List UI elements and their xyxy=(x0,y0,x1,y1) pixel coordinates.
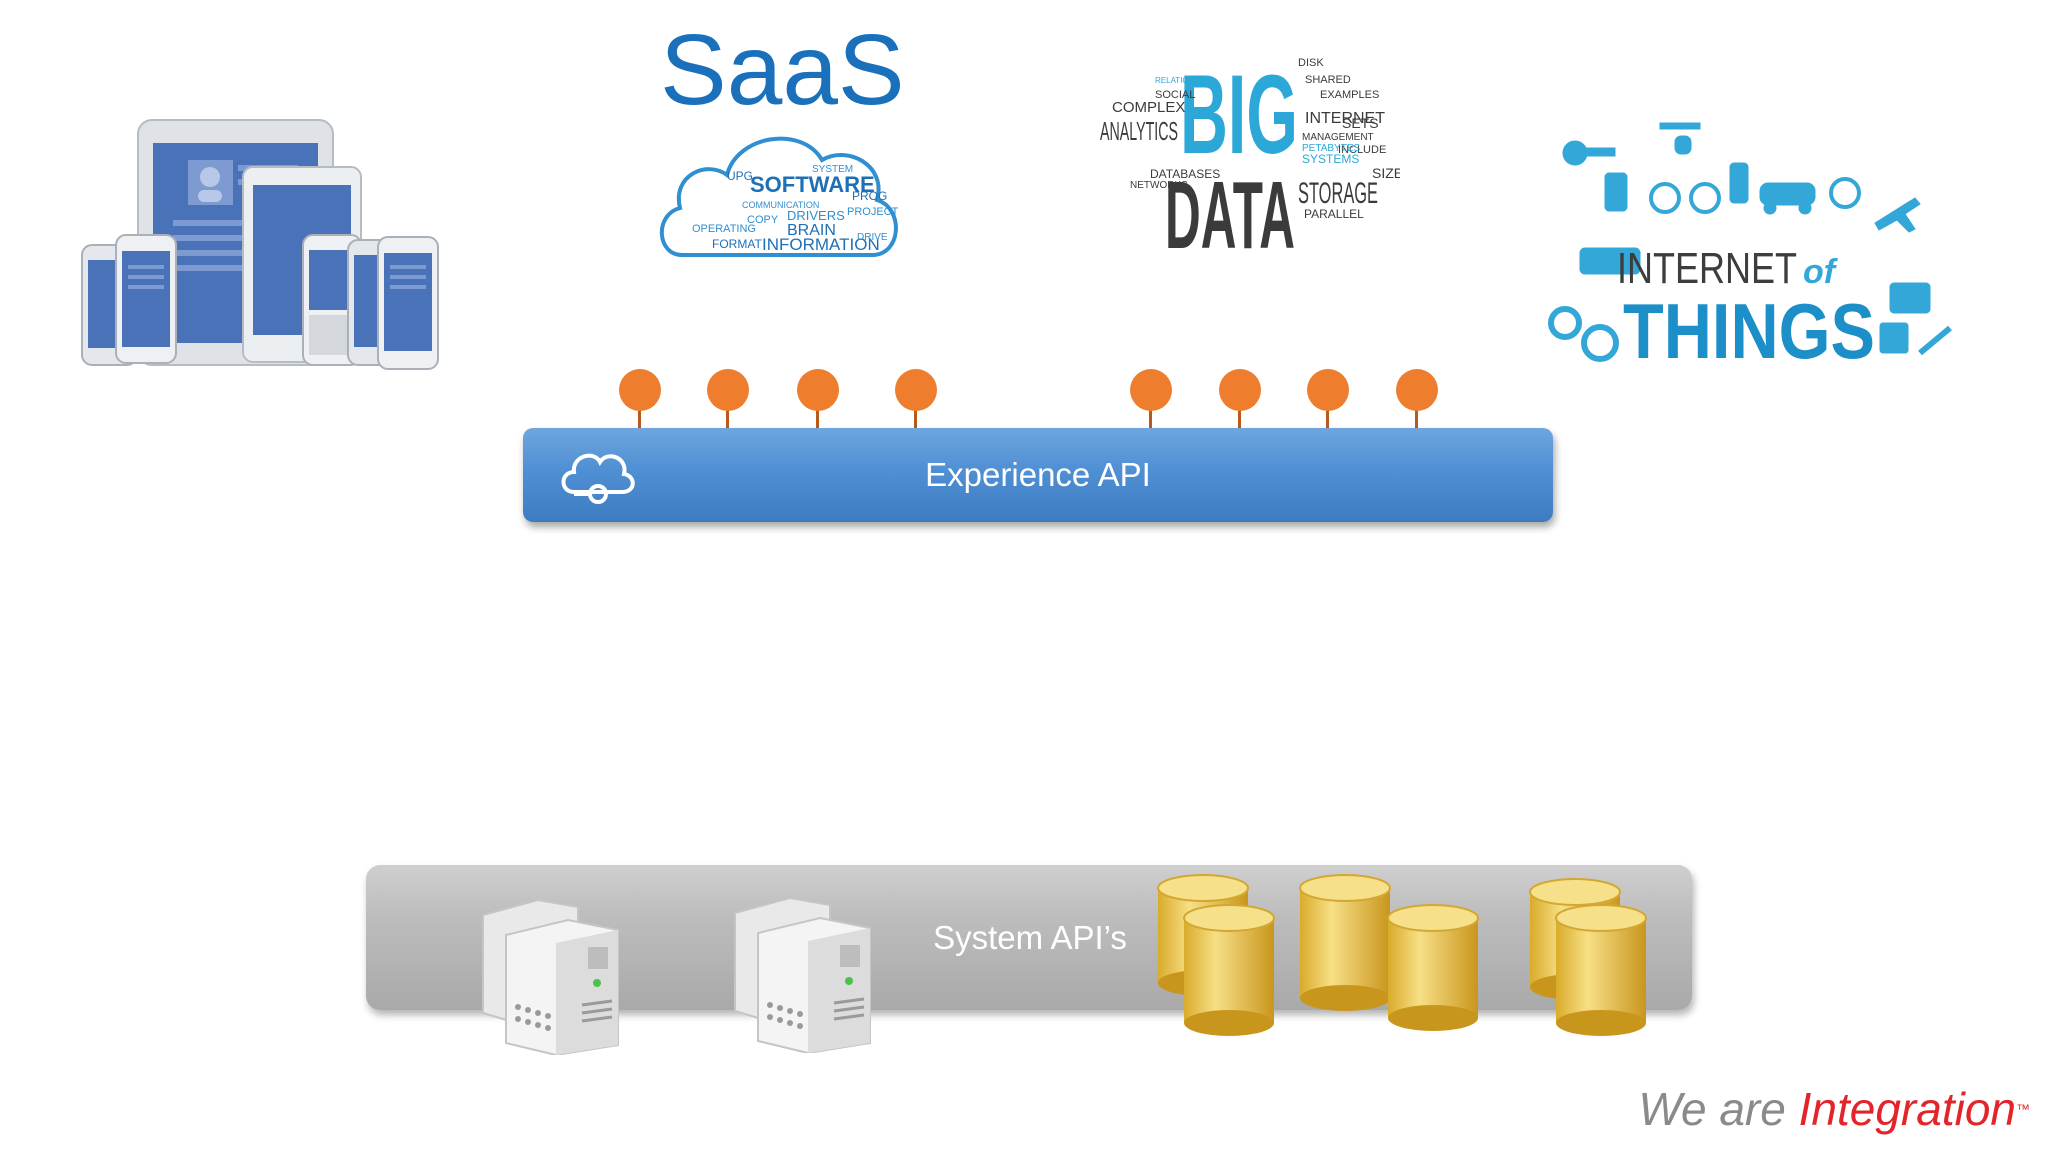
data-word: DATA xyxy=(1165,162,1295,268)
devices-illustration xyxy=(81,119,439,370)
saas-cloud-wordart: SOFTWARE COMMUNICATION DRIVERS BRAIN INF… xyxy=(659,136,899,257)
tagline-trademark: ™ xyxy=(2016,1101,2030,1117)
saas-word-software: SOFTWARE xyxy=(750,172,875,197)
pin-6 xyxy=(1219,369,1261,438)
cloud-api-icon xyxy=(561,453,635,504)
word-sets: SETS xyxy=(1342,115,1379,131)
saas-word-system: SYSTEM xyxy=(812,164,853,175)
saas-word-brain: BRAIN xyxy=(787,222,836,239)
iot-internet: INTERNET xyxy=(1617,244,1797,293)
iot-illustration: INTERNET of THINGS xyxy=(1548,122,1952,368)
server-icon-1 xyxy=(482,898,619,1055)
api-pins xyxy=(619,369,1438,438)
system-api-label: System API’s xyxy=(933,919,1127,956)
word-databases: DATABASES xyxy=(1150,167,1220,181)
saas-word-drivers: DRIVERS xyxy=(787,208,845,223)
saas-word-upg: UPG xyxy=(727,169,753,183)
saas-word-information: INFORMATION xyxy=(762,235,880,254)
big-word: BIG xyxy=(1180,52,1298,177)
word-shared: SHARED xyxy=(1305,74,1351,86)
saas-word-project: PROJECT xyxy=(847,206,899,218)
pin-3 xyxy=(797,369,839,438)
word-petabytes: PETABYTES xyxy=(1302,143,1360,154)
word-examples: EXAMPLES xyxy=(1320,89,1379,101)
database-icon-6 xyxy=(1555,904,1647,1036)
experience-api-bar xyxy=(523,428,1553,522)
word-parallel: PARALLEL xyxy=(1304,207,1364,221)
saas-title: SaaS xyxy=(660,14,905,126)
tagline-brand: Integration xyxy=(1798,1083,2016,1135)
saas-word-operating: OPERATING xyxy=(692,223,756,235)
saas-word-prog: PROG xyxy=(852,189,887,203)
big-data-wordcloud: BIG DATA ANALYTICS COMPLEX STORAGE INTER… xyxy=(1100,52,1400,268)
database-icon-4 xyxy=(1387,904,1479,1031)
pin-4 xyxy=(895,369,937,438)
database-icons xyxy=(1157,874,1647,1036)
pin-1 xyxy=(619,369,661,438)
tagline: We are Integration™ xyxy=(1560,1082,2030,1136)
iot-of: of xyxy=(1803,253,1839,291)
word-size: SIZE xyxy=(1372,165,1400,181)
word-management: MANAGEMENT xyxy=(1302,132,1374,143)
database-icon-3 xyxy=(1299,874,1391,1011)
pin-2 xyxy=(707,369,749,438)
word-social: SOCIAL xyxy=(1155,89,1195,101)
database-icon-2 xyxy=(1183,904,1275,1036)
pin-5 xyxy=(1130,369,1172,438)
iot-things: THINGS xyxy=(1623,287,1875,368)
word-disk: DISK xyxy=(1298,57,1324,69)
word-storage: STORAGE xyxy=(1298,177,1378,210)
word-relational: RELATIONAL xyxy=(1155,76,1205,85)
word-include: INCLUDE xyxy=(1338,144,1386,156)
tagline-prefix: We are xyxy=(1638,1083,1799,1135)
word-systems: SYSTEMS xyxy=(1302,152,1359,166)
saas-word-format: FORMAT xyxy=(712,237,762,251)
experience-api-label: Experience API xyxy=(925,456,1151,493)
word-analytics: ANALYTICS xyxy=(1100,116,1178,146)
saas-word-communication: COMMUNICATION xyxy=(742,200,819,210)
word-internet: INTERNET xyxy=(1305,110,1385,127)
saas-word-drive: DRIVE xyxy=(857,232,888,243)
word-complex: COMPLEX xyxy=(1112,99,1185,116)
pin-8 xyxy=(1396,369,1438,438)
pin-7 xyxy=(1307,369,1349,438)
saas-word-copy: COPY xyxy=(747,214,779,226)
word-networks: NETWORKS xyxy=(1130,180,1188,191)
server-icon-2 xyxy=(734,896,871,1053)
